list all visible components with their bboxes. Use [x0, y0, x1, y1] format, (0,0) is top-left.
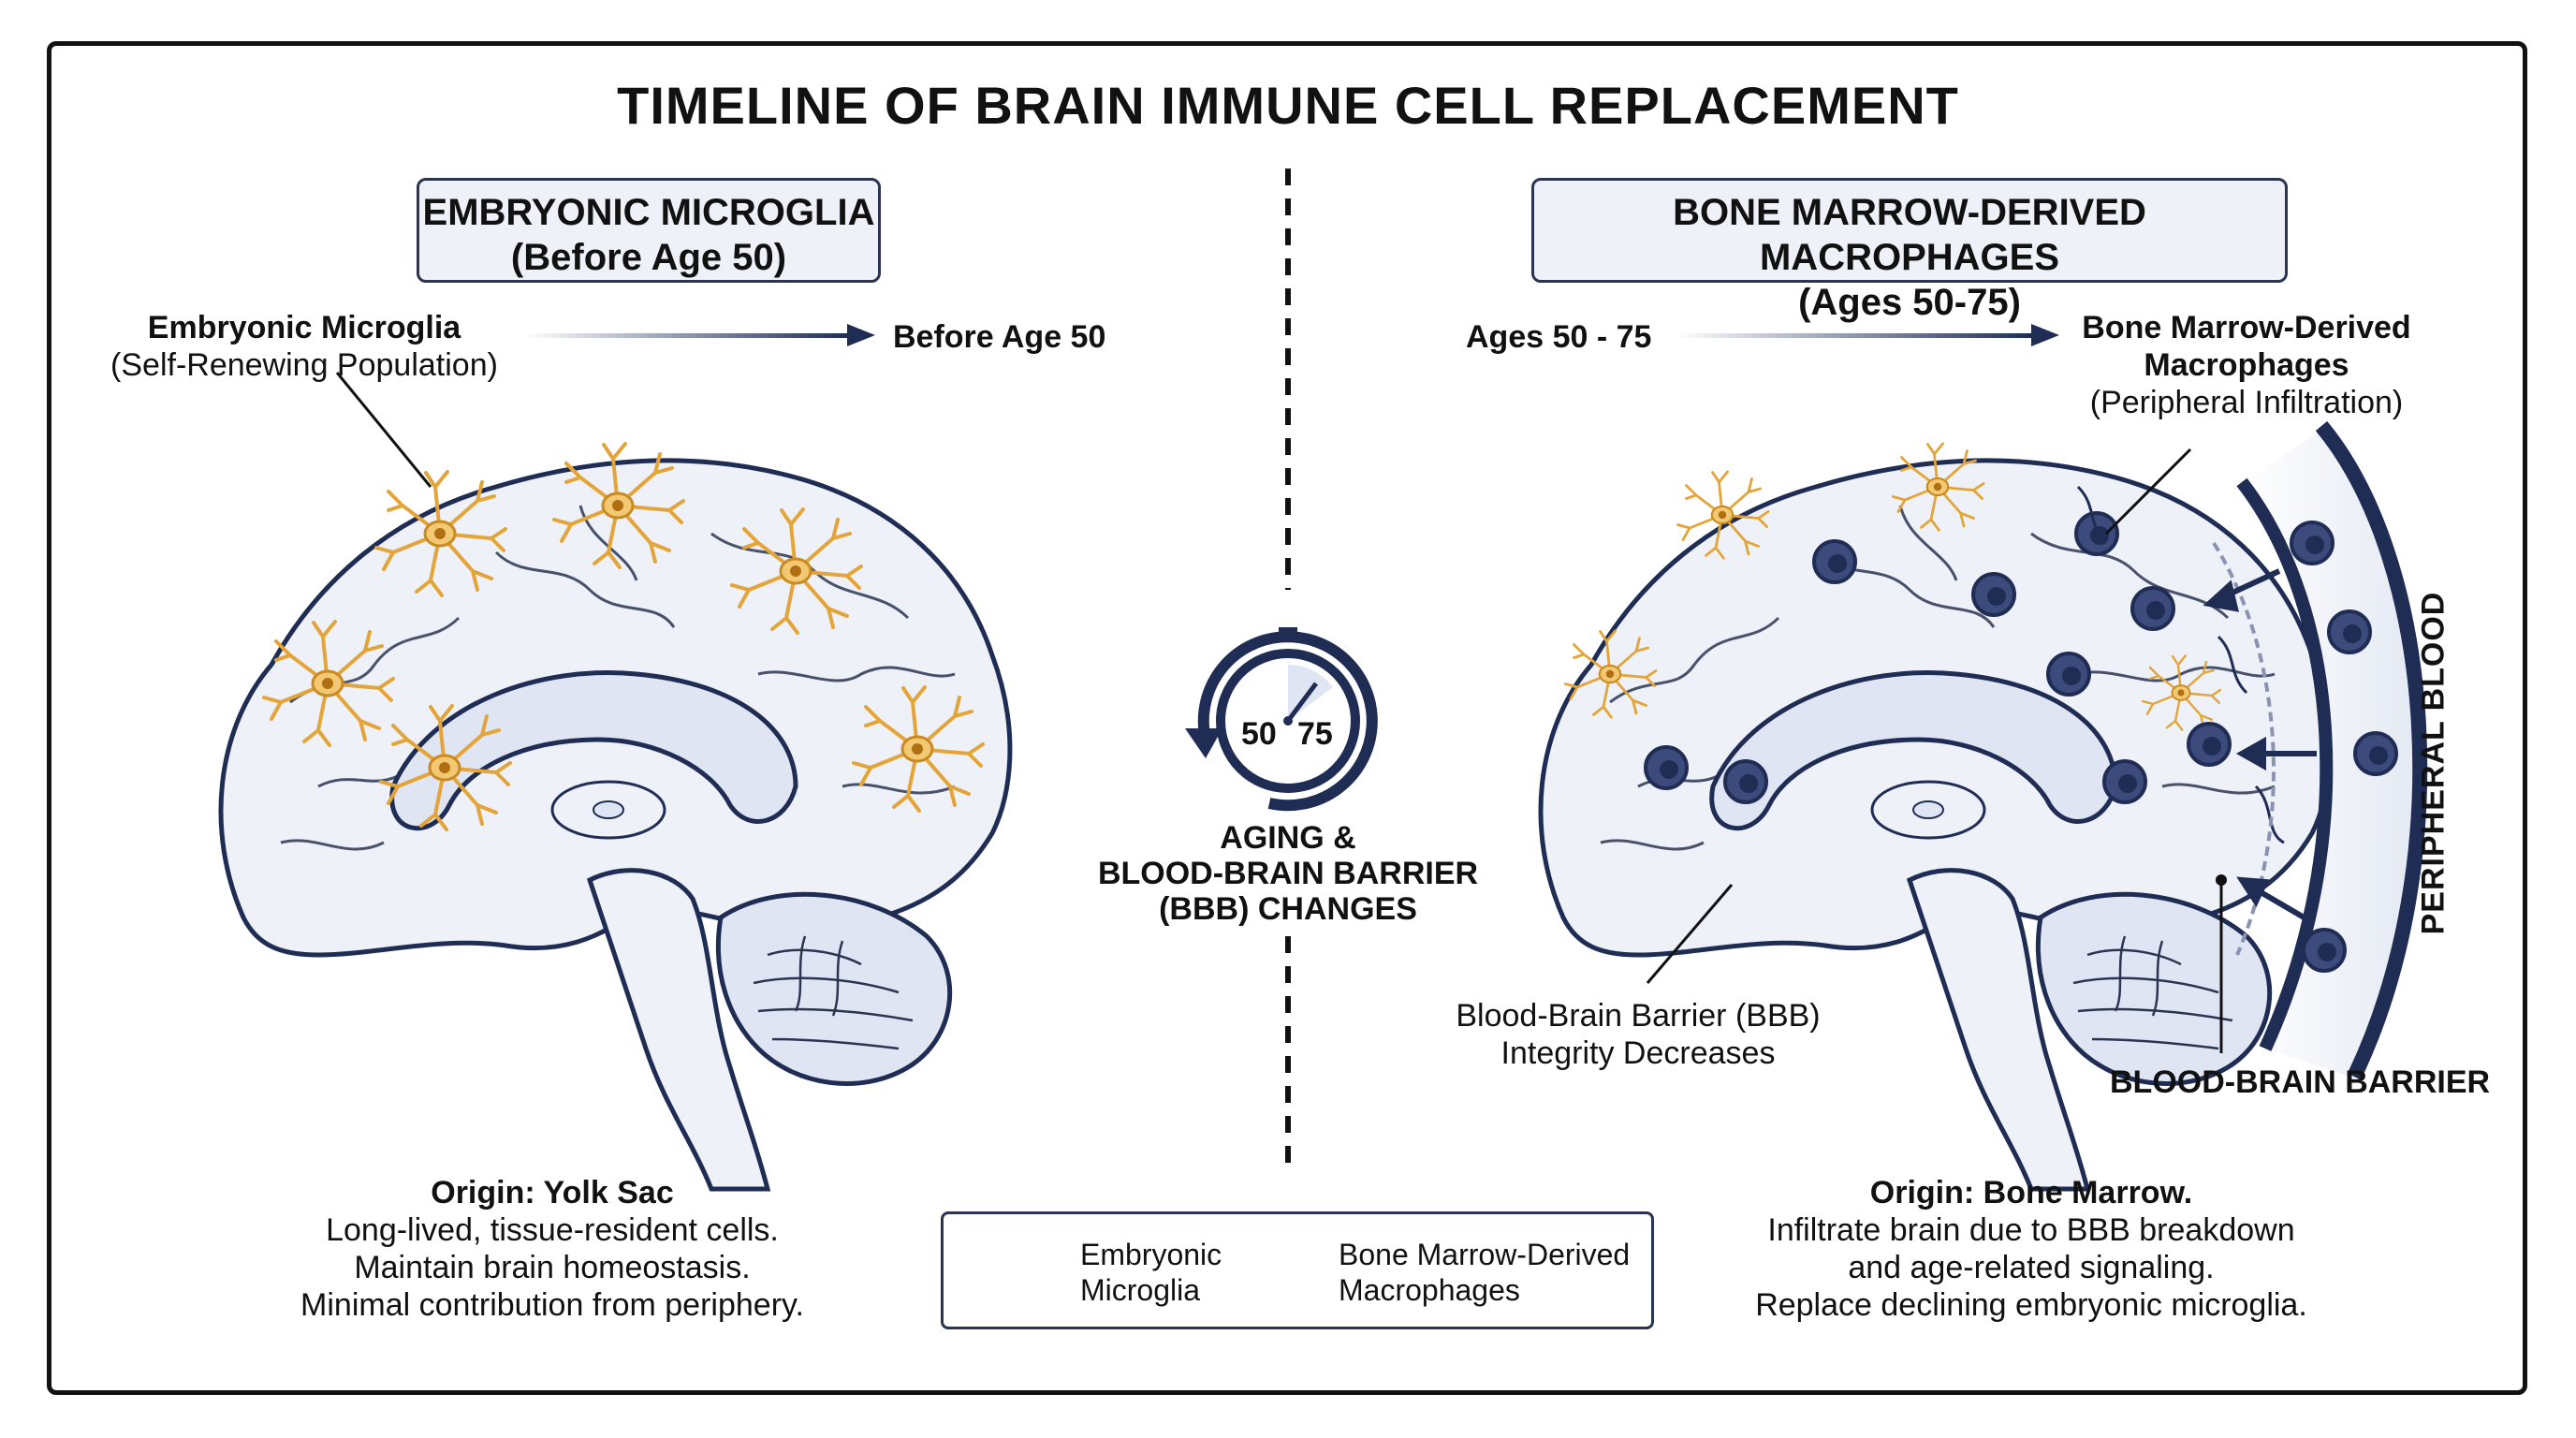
infiltration-arrows: [2203, 568, 2317, 925]
center-caption-line1: AGING &: [1220, 820, 1356, 856]
bbb-label: BLOOD-BRAIN BARRIER: [2110, 1064, 2491, 1100]
left-leader-line: [335, 372, 432, 488]
left-timeline-arrow: [524, 324, 875, 346]
right-cell-label-title-2: Macrophages: [2144, 347, 2349, 383]
right-panel-header: BONE MARROW-DERIVED MACROPHAGES (Ages 50…: [1531, 178, 2288, 323]
clock-start-age: 50: [1241, 716, 1277, 752]
left-origin-block: Origin: Yolk Sac Long-lived, tissue-resi…: [243, 1174, 861, 1324]
bbb-note-leader: [1646, 884, 1734, 984]
right-origin-line: Infiltrate brain due to BBB breakdown: [1767, 1212, 2295, 1248]
left-arrow-label: Before Age 50: [893, 319, 1106, 355]
left-header-line1: EMBRYONIC MICROGLIA: [422, 192, 875, 233]
right-header-line2: (Ages 50-75): [1798, 282, 2021, 323]
center-caption-line3: (BBB) CHANGES: [1159, 891, 1417, 927]
left-origin-line: Minimal contribution from periphery.: [300, 1287, 804, 1323]
legend-microglia-line1: Embryonic: [1080, 1238, 1222, 1271]
right-cell-label-title-1: Bone Marrow-Derived: [2082, 310, 2411, 345]
left-cell-label: Embryonic Microglia (Self-Renewing Popul…: [84, 309, 524, 384]
peripheral-blood-label: PERIPHERAL BLOOD: [2415, 591, 2452, 935]
diagram-frame: [47, 41, 2527, 1395]
right-cell-label-sub: (Peripheral Infiltration): [2089, 385, 2404, 420]
legend-macrophage-line1: Bone Marrow-Derived: [1339, 1238, 1631, 1271]
right-origin-line: and age-related signaling.: [1848, 1250, 2215, 1285]
right-leader-line: [2104, 448, 2192, 536]
legend-macrophage-line2: Macrophages: [1339, 1273, 1520, 1307]
left-cell-label-title: Embryonic Microglia: [147, 310, 461, 345]
legend-macrophage-label: Bone Marrow-Derived Macrophages: [1339, 1237, 1630, 1308]
legend-box: Embryonic Microglia Bone Marrow-Derived …: [941, 1211, 1654, 1329]
right-origin-block: Origin: Bone Marrow. Infiltrate brain du…: [1713, 1174, 2349, 1324]
center-caption: AGING & BLOOD-BRAIN BARRIER (BBB) CHANGE…: [1082, 820, 1494, 927]
clock-end-age: 75: [1297, 716, 1333, 752]
right-timeline-arrow: [1676, 324, 2059, 346]
legend-microglia-label: Embryonic Microglia: [1080, 1237, 1222, 1308]
left-header-line2: (Before Age 50): [510, 237, 787, 278]
bbb-integrity-note: Blood-Brain Barrier (BBB) Integrity Decr…: [1432, 997, 1844, 1072]
legend-microglia-line2: Microglia: [1080, 1273, 1201, 1307]
right-origin-line: Replace declining embryonic microglia.: [1755, 1287, 2307, 1323]
center-caption-line2: BLOOD-BRAIN BARRIER: [1097, 856, 1479, 891]
bbb-note-line1: Blood-Brain Barrier (BBB): [1456, 998, 1821, 1034]
aging-clock-icon: [1185, 627, 1378, 812]
bbb-note-line2: Integrity Decreases: [1500, 1035, 1776, 1071]
left-origin-line: Maintain brain homeostasis.: [354, 1250, 751, 1285]
left-cell-label-sub: (Self-Renewing Population): [110, 347, 498, 383]
right-header-line1: BONE MARROW-DERIVED MACROPHAGES: [1673, 192, 2146, 278]
left-origin-title: Origin: Yolk Sac: [431, 1175, 674, 1211]
page-title: TIMELINE OF BRAIN IMMUNE CELL REPLACEMEN…: [617, 76, 1959, 135]
right-origin-title: Origin: Bone Marrow.: [1869, 1175, 2193, 1211]
right-cell-label: Bone Marrow-Derived Macrophages (Periphe…: [2050, 309, 2443, 421]
left-panel-header: EMBRYONIC MICROGLIA (Before Age 50): [417, 178, 881, 283]
left-origin-line: Long-lived, tissue-resident cells.: [326, 1212, 779, 1248]
right-arrow-label: Ages 50 - 75: [1466, 319, 1652, 355]
